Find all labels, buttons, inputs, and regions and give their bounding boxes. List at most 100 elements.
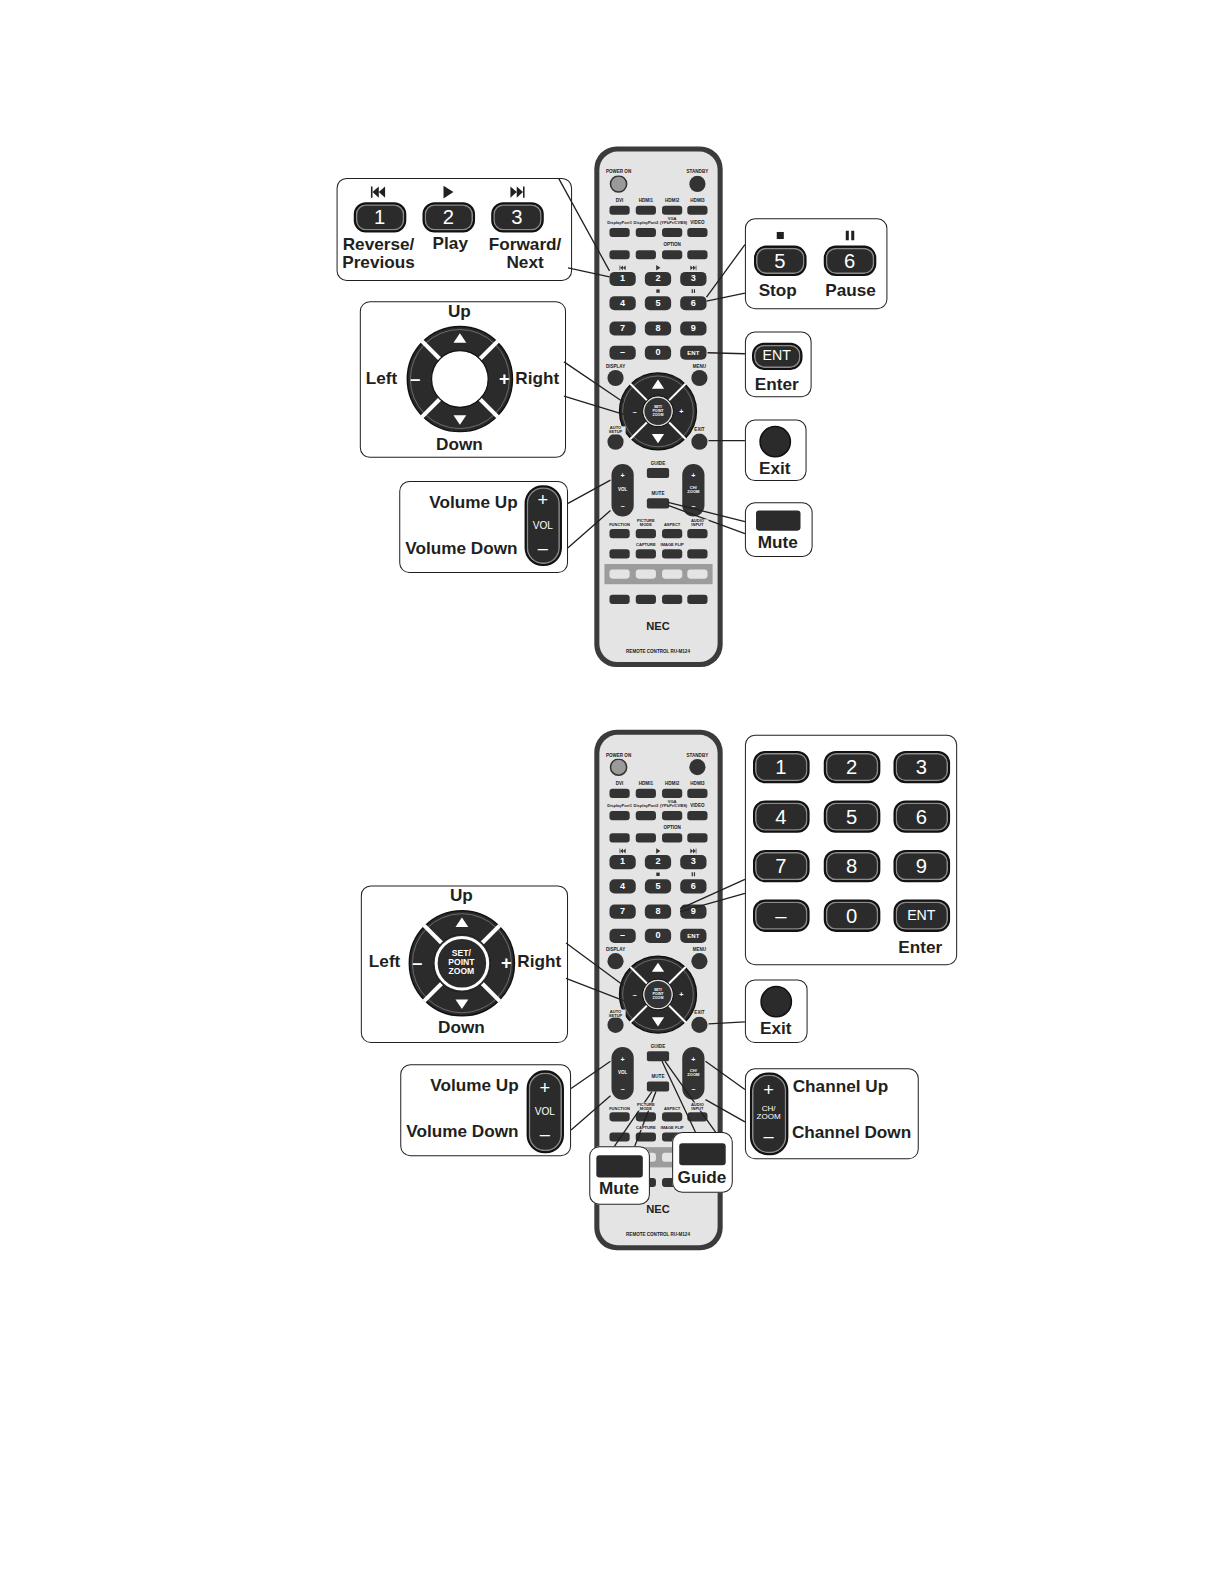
- rocker-button: +VOL–: [524, 485, 561, 566]
- callout-dpad-center: [432, 351, 489, 408]
- down-arrow: [453, 415, 466, 425]
- leader-line: [705, 1061, 744, 1122]
- button-label: –: [691, 1085, 695, 1092]
- dpad-gap: [424, 983, 442, 1001]
- button-text: –: [538, 538, 548, 558]
- callout-box: Channel UpChannel Down+CH/ ZOOM–: [745, 1068, 919, 1159]
- button-label: +: [691, 472, 695, 479]
- callout-label: Channel Up: [793, 1078, 888, 1097]
- dpad-gap: [669, 1005, 686, 1022]
- number-button: [609, 879, 635, 893]
- play-icon: [444, 186, 454, 199]
- callout-label: Volume Down: [406, 1122, 518, 1141]
- button-label: VOL: [618, 488, 627, 493]
- button-label: +: [679, 991, 683, 998]
- leader-line: [709, 440, 745, 441]
- button-label: AUDIO INPUT: [686, 1103, 708, 1111]
- button-label: 9: [691, 907, 696, 917]
- dpad-gap: [482, 983, 500, 1001]
- leader-line: [568, 480, 610, 548]
- button-text: 2: [846, 756, 857, 778]
- button-label: FUNCTION: [609, 523, 630, 527]
- dpad-gap: [480, 341, 498, 359]
- round-button: [607, 1017, 623, 1033]
- key-button: 3: [893, 750, 950, 782]
- small-button: [609, 789, 629, 798]
- button-label: HDMI3: [690, 782, 704, 787]
- button-label: +: [621, 472, 625, 479]
- mute-button: [647, 1081, 669, 1091]
- button-label: IMAGE FLIP: [661, 543, 684, 547]
- button-label: MUTE: [652, 1075, 665, 1080]
- button-label: +: [679, 408, 683, 415]
- button-label: 6: [691, 298, 696, 308]
- small-button: [636, 595, 656, 604]
- callout-label: Right: [517, 952, 561, 971]
- button-text: 7: [775, 855, 786, 877]
- small-button: [687, 570, 707, 579]
- callout-box: StopPause56: [745, 218, 888, 309]
- exit-button: [761, 986, 791, 1016]
- callout-ground: [745, 1068, 919, 1159]
- leader-line: [571, 1061, 610, 1130]
- button-text: 0: [846, 904, 857, 926]
- button-label: ASPECT: [664, 523, 680, 527]
- leader-lines: [559, 179, 745, 1146]
- button-label: VGA (YPbPr/CVBS): [660, 800, 684, 808]
- button-label: HDMI1: [639, 782, 653, 787]
- key-button: –: [752, 899, 809, 931]
- small-button: [609, 250, 629, 259]
- button-label: PICTURE MODE: [635, 519, 657, 527]
- rocker-button: [611, 1047, 633, 1100]
- button-text: 3: [511, 206, 522, 228]
- small-button: [609, 1112, 629, 1121]
- button-label: 4: [620, 298, 625, 308]
- key-button: 7: [752, 850, 809, 882]
- key-button: 6: [893, 800, 950, 832]
- callout-label: Volume Down: [405, 539, 517, 558]
- prev-icon: [620, 265, 626, 270]
- small-button: [636, 570, 656, 579]
- number-button: [609, 855, 635, 869]
- rocker-button: [682, 1047, 704, 1100]
- button-label: NEC: [646, 621, 669, 633]
- button-label: –: [410, 369, 420, 388]
- key-button: ENT: [751, 342, 802, 369]
- key-button: 5: [823, 800, 880, 832]
- dpad-gap: [669, 422, 686, 439]
- button-label: 4: [620, 882, 625, 892]
- small-button: [662, 595, 682, 604]
- round-button: [607, 370, 623, 386]
- stop-icon: [656, 289, 659, 292]
- up-arrow: [453, 333, 466, 343]
- small-button: [609, 811, 629, 820]
- callout-label: Up: [448, 302, 471, 321]
- callout-box: Volume UpVolume Down+VOL–: [399, 481, 568, 573]
- button-label: –: [620, 348, 625, 358]
- number-button: [645, 855, 671, 869]
- button-label: GUIDE: [651, 462, 665, 467]
- button-label: SET/ POINT ZOOM: [649, 406, 667, 417]
- prev-icon: [620, 849, 626, 854]
- remote-dpad-center: [643, 396, 673, 426]
- number-button: [645, 905, 671, 919]
- button-label: +: [691, 1056, 695, 1063]
- number-button: [680, 272, 706, 286]
- callout-label: Right: [515, 369, 559, 388]
- button-label: POWER ON: [606, 170, 631, 175]
- button-label: 5: [655, 882, 660, 892]
- button-label: VIDEO: [690, 221, 704, 226]
- button-label: –: [412, 954, 422, 973]
- play-icon: [656, 265, 660, 270]
- small-button: [609, 595, 629, 604]
- dpad-gap: [630, 383, 647, 400]
- callout-ground: [745, 419, 807, 481]
- number-button: [609, 296, 635, 310]
- remote-dpad-ring: [623, 959, 694, 1030]
- button-label: CAPTURE: [636, 543, 656, 547]
- button-text: 6: [844, 249, 855, 271]
- round-button: [691, 370, 707, 386]
- button-label: VIDEO: [690, 804, 704, 809]
- button-label: DVI: [616, 782, 624, 787]
- number-button: [645, 879, 671, 893]
